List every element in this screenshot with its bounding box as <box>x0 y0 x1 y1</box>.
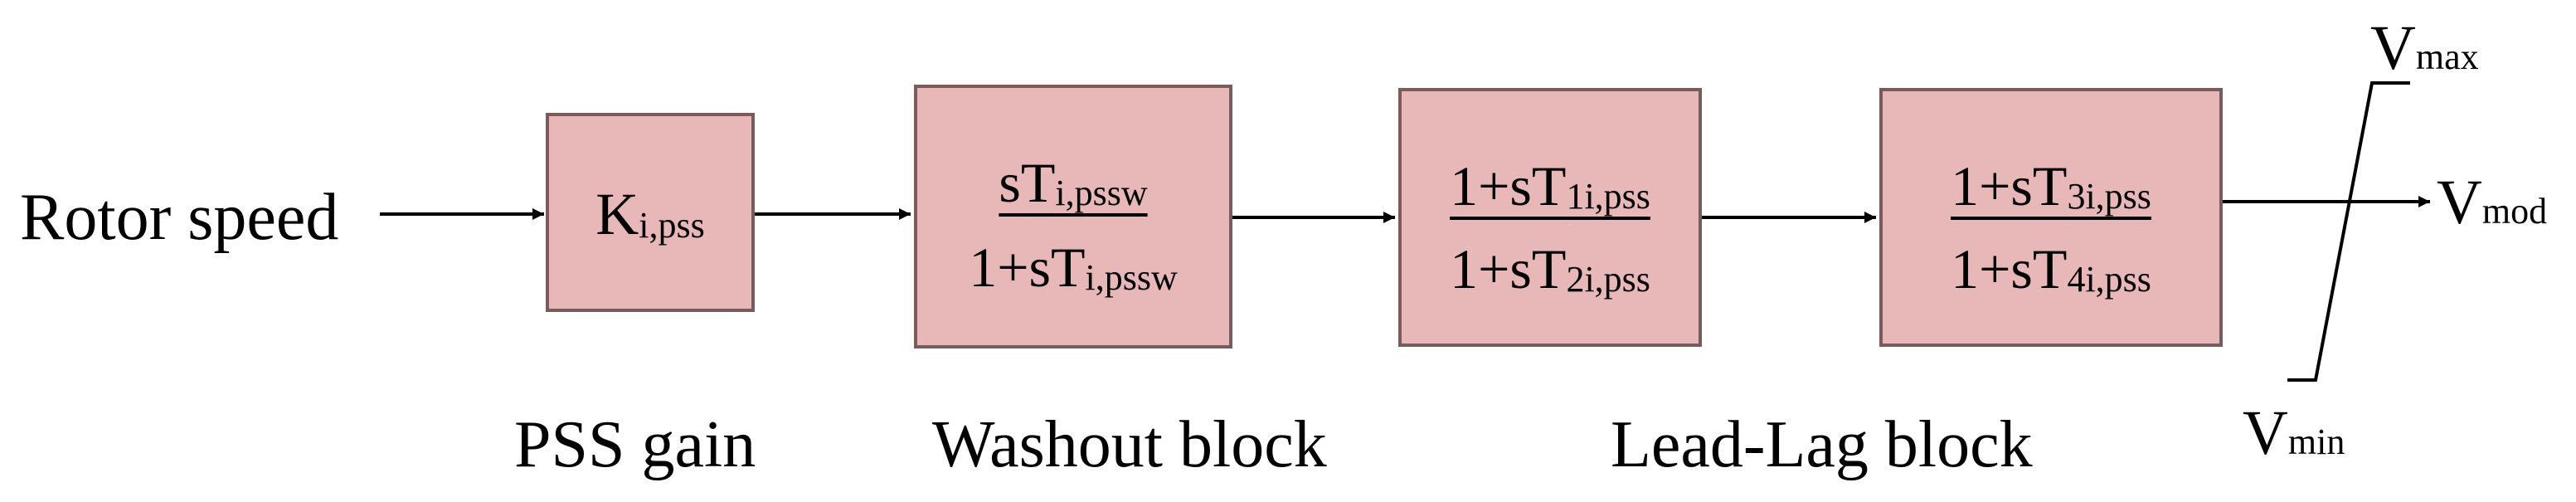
output-label-vmod: Vmod <box>2437 168 2548 237</box>
washout-denominator: 1+sTi,pssw <box>969 236 1178 299</box>
vmax-label: Vmax <box>2370 13 2479 83</box>
vmin-label: Vmin <box>2243 398 2345 468</box>
gain-symbol: K <box>595 181 639 247</box>
leadlag1-denominator: 1+sT2i,pss <box>1450 237 1650 300</box>
washout-block: sTi,pssw 1+sTi,pssw <box>914 85 1232 348</box>
leadlag-block-2: 1+sT3i,pss 1+sT4i,pss <box>1879 88 2223 347</box>
caption-pss-gain: PSS gain <box>514 408 756 481</box>
leadlag1-numerator: 1+sT1i,pss <box>1450 154 1650 217</box>
input-label-rotor-speed: Rotor speed <box>20 181 339 254</box>
limiter-symbol <box>2287 81 2410 382</box>
pss-gain-block: Ki,pss <box>546 113 755 312</box>
leadlag2-denominator: 1+sT4i,pss <box>1951 237 2151 300</box>
leadlag2-numerator: 1+sT3i,pss <box>1951 154 2151 217</box>
caption-leadlag: Lead-Lag block <box>1611 408 2033 481</box>
leadlag-block-1: 1+sT1i,pss 1+sT2i,pss <box>1398 88 1702 347</box>
gain-expression: Ki,pss <box>549 184 751 244</box>
caption-washout: Washout block <box>932 408 1327 481</box>
gain-subscript: i,pss <box>639 205 705 246</box>
washout-numerator: sTi,pssw <box>999 151 1148 214</box>
